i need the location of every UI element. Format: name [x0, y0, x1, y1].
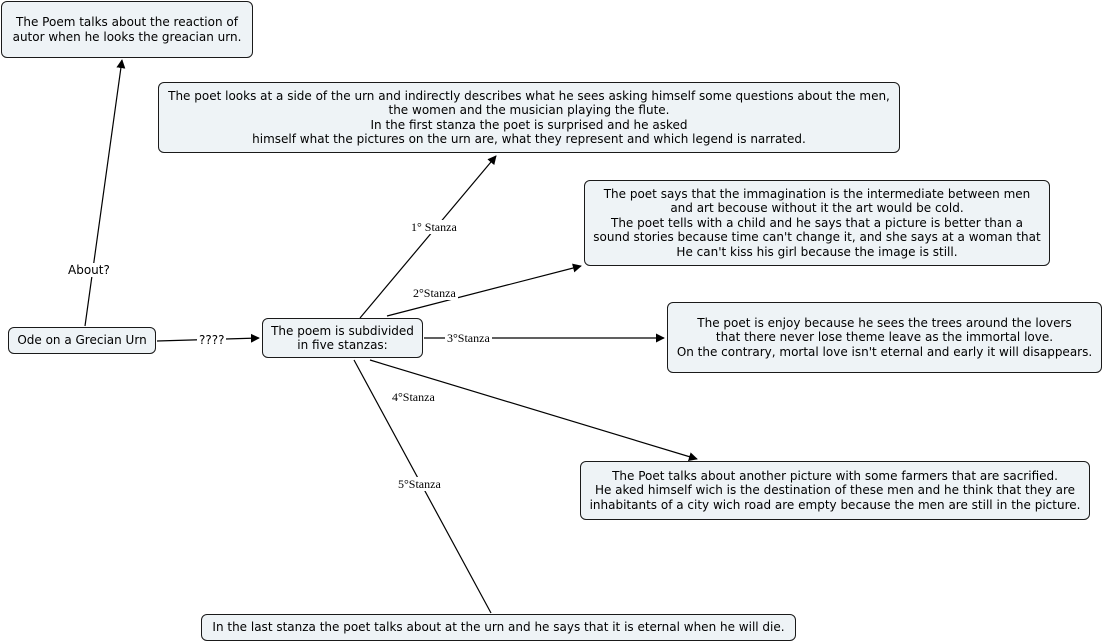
link-label-stanza-3: 3°Stanza: [445, 331, 492, 345]
link-label-stanza-5: 5°Stanza: [396, 477, 443, 491]
concept-root-title-text: Ode on a Grecian Urn: [17, 333, 147, 348]
link-label-stanza-4: 4°Stanza: [390, 390, 437, 404]
concept-stanza-5-text: In the last stanza the poet talks about …: [212, 620, 785, 635]
concept-stanzas-text: The poem is subdivided in five stanzas:: [271, 323, 414, 353]
link-label-stanza-1: 1° Stanza: [409, 220, 459, 234]
concept-root-title[interactable]: Ode on a Grecian Urn: [8, 327, 156, 354]
concept-stanza-4[interactable]: The Poet talks about another picture wit…: [580, 461, 1090, 520]
link-label-unknown: ????: [197, 333, 227, 347]
concept-stanza-1[interactable]: The poet looks at a side of the urn and …: [158, 82, 900, 153]
link-label-stanza-2: 2°Stanza: [411, 286, 458, 300]
concept-stanza-5[interactable]: In the last stanza the poet talks about …: [201, 614, 796, 641]
concept-stanzas[interactable]: The poem is subdivided in five stanzas:: [262, 318, 423, 358]
concept-about-poem[interactable]: The Poem talks about the reaction of aut…: [1, 1, 253, 58]
edge-about: [84, 59, 126, 327]
concept-stanza-3[interactable]: The poet is enjoy because he sees the tr…: [667, 302, 1102, 373]
edge-s4: [369, 359, 698, 461]
concept-stanza-4-text: The Poet talks about another picture wit…: [589, 468, 1081, 512]
concept-stanza-2-text: The poet says that the immagination is t…: [593, 186, 1041, 259]
concept-about-poem-text: The Poem talks about the reaction of aut…: [12, 15, 242, 44]
concept-stanza-1-text: The poet looks at a side of the urn and …: [168, 88, 890, 147]
concept-stanza-2[interactable]: The poet says that the immagination is t…: [584, 180, 1050, 266]
link-label-about: About?: [66, 263, 112, 277]
concept-stanza-3-text: The poet is enjoy because he sees the tr…: [676, 315, 1093, 359]
